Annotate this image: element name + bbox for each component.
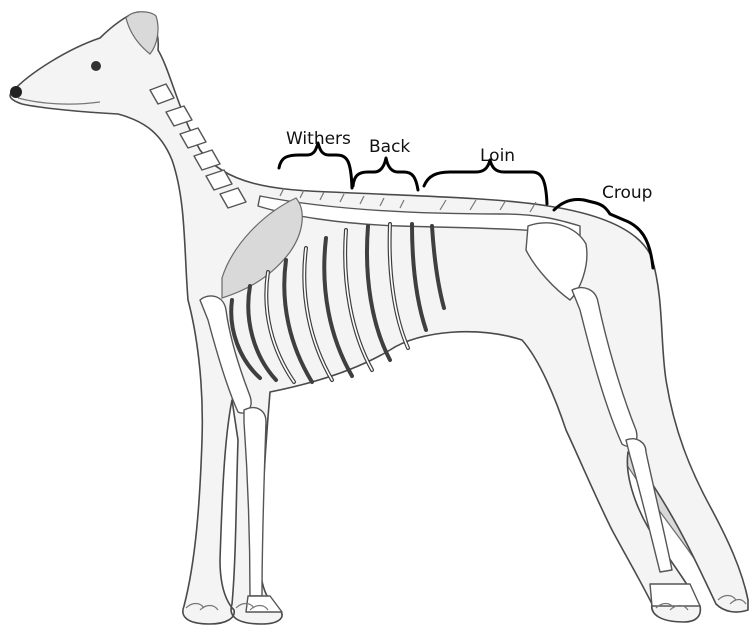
withers-brace [279,143,352,188]
body-outline [10,12,748,624]
back-brace [353,158,418,190]
label-croup: Croup [602,183,652,203]
eye [91,61,101,71]
label-withers: Withers [286,129,351,149]
label-back: Back [369,137,410,157]
dog-illustration [10,12,748,624]
label-loin: Loin [480,146,515,166]
nose [10,86,22,98]
